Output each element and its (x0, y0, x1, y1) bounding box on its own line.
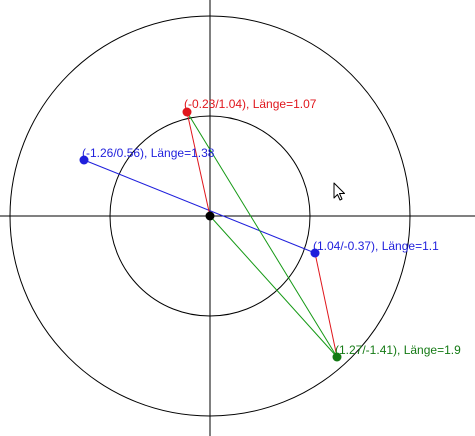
point-red[interactable] (182, 107, 192, 117)
outer-circle (9, 15, 411, 417)
point-blue2[interactable] (310, 248, 320, 258)
label-blue: (-1.26/0.56), Länge=1.38 (82, 146, 215, 160)
vector-line-blue (83, 159, 316, 254)
label-blue2: (1.04/-0.37), Länge=1.1 (313, 239, 439, 253)
label-green: (1.27/-1.41), Länge=1.9 (335, 343, 461, 357)
origin-point (205, 211, 215, 221)
connector-blue2-green (314, 252, 338, 358)
point-green[interactable] (332, 352, 342, 362)
unit-circle (109, 115, 311, 317)
point-blue[interactable] (79, 155, 89, 165)
connector-red-green (186, 111, 338, 358)
mouse-cursor-icon (333, 182, 345, 201)
vector-line-green (209, 215, 338, 358)
vector-line-red (186, 111, 211, 217)
label-red: (-0.23/1.04), Länge=1.07 (184, 97, 317, 111)
